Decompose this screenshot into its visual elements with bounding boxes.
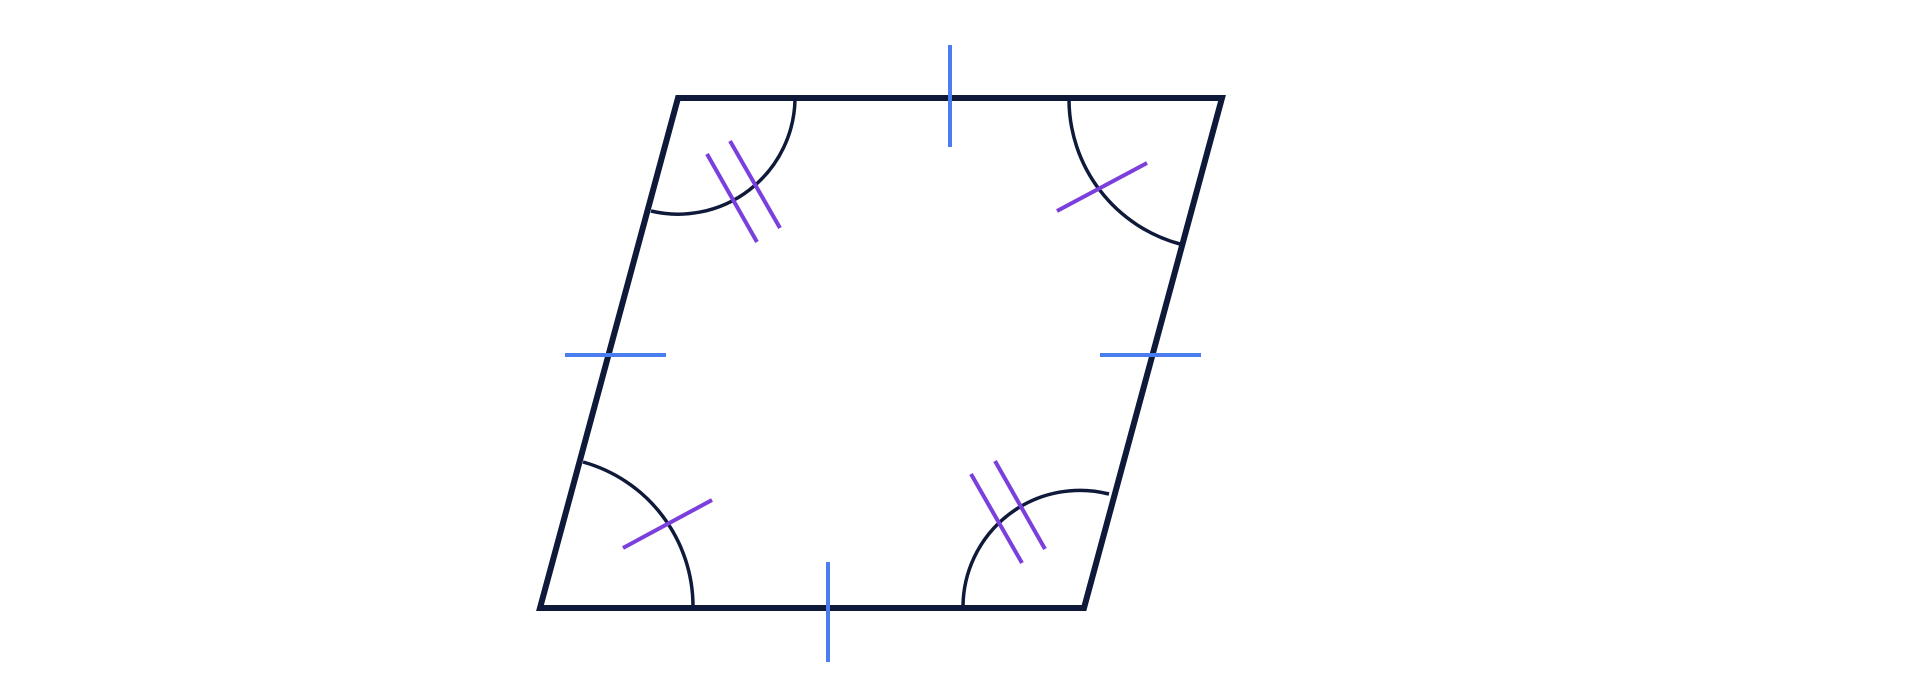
angle-tick-bottom-right-2 [993,460,1047,550]
angle-tick-top-right [1056,161,1148,213]
angle-tick-top-left-1 [705,153,759,243]
angle-arc-top-right [1067,99,1181,246]
rhombus-outline [536,95,1226,611]
angle-arc-bottom-right [961,488,1110,607]
angle-tick-bottom-right-1 [969,473,1024,564]
angle-arc-bottom-left [582,460,695,607]
angle-arc-top-left [650,99,797,216]
angle-tick-bottom-left [622,498,713,550]
angle-tick-top-left-2 [728,140,782,229]
